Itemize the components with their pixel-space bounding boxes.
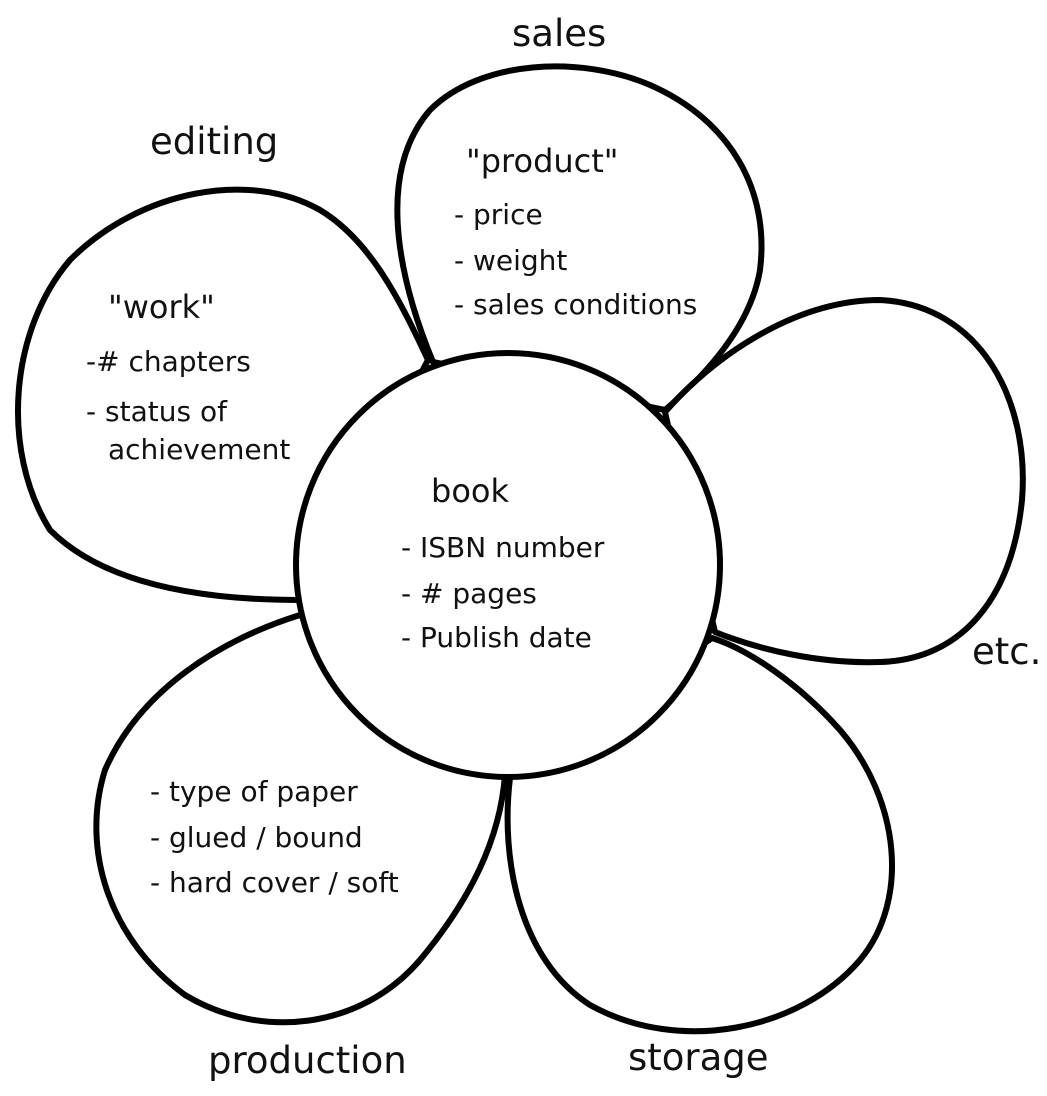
production-item: - hard cover / soft (150, 866, 399, 899)
editing-item: -# chapters (86, 345, 251, 378)
label-sales: sales (512, 12, 606, 55)
production-item: - glued / bound (150, 821, 363, 854)
sales-heading: "product" (466, 142, 619, 180)
label-production: production (208, 1039, 407, 1082)
sales-item: - price (454, 198, 543, 231)
center-item: - # pages (401, 577, 537, 610)
petal-etc (662, 297, 1026, 666)
center-title: book (431, 472, 509, 510)
editing-item: achievement (108, 433, 290, 466)
center-circle (293, 350, 723, 780)
label-storage: storage (628, 1036, 769, 1079)
sales-item: - sales conditions (454, 288, 697, 321)
editing-item: - status of (86, 395, 228, 428)
center-item: - Publish date (401, 621, 592, 654)
editing-heading: "work" (108, 288, 215, 326)
label-editing: editing (150, 120, 278, 163)
sales-item: - weight (454, 244, 567, 277)
center-item: - ISBN number (401, 531, 605, 564)
label-etc: etc. (972, 630, 1041, 673)
petal-sales (394, 63, 765, 413)
production-item: - type of paper (150, 775, 358, 808)
